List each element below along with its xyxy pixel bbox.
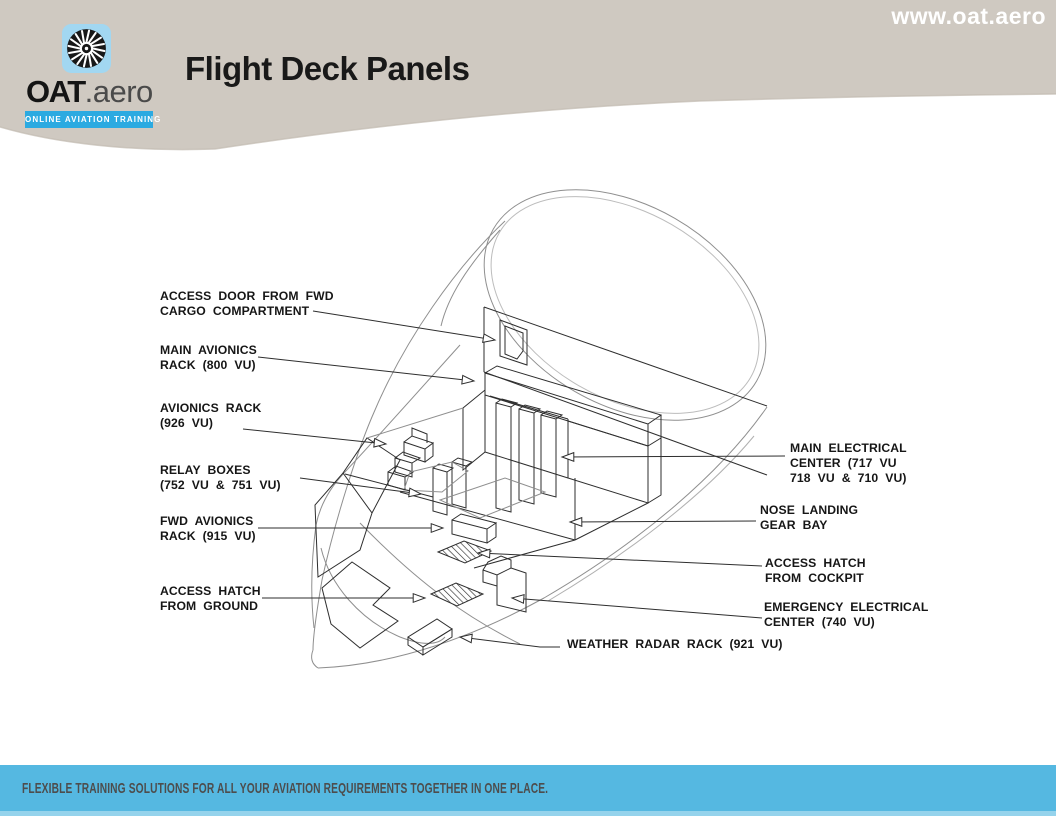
ground-hatch-shape [429,582,485,607]
header-band-shape [0,0,1056,150]
emergency-electrical-shape [482,555,527,613]
label-access-hatch-from-cockpit: ACCESS HATCH FROM COCKPIT [765,556,866,585]
footer-bar: FLEXIBLE TRAINING SOLUTIONS FOR ALL YOUR… [0,765,1056,816]
label-access-door-from-fwd-cargo: ACCESS DOOR FROM FWD CARGO COMPARTMENT [160,289,334,318]
footer-bottom-strip [0,811,1056,816]
logo-brand-suffix: .aero [84,74,154,109]
nose-gear-bay-shape [314,407,464,649]
logo-tagline: ONLINE AVIATION TRAINING [25,111,160,128]
footer-tagline: FLEXIBLE TRAINING SOLUTIONS FOR ALL YOUR… [22,779,549,797]
label-main-avionics-rack: MAIN AVIONICS RACK (800 VU) [160,343,257,372]
header-band [0,0,1056,151]
label-avionics-rack-926: AVIONICS RACK (926 VU) [160,401,262,430]
label-main-electrical-center: MAIN ELECTRICAL CENTER (717 VU 718 VU & … [790,441,907,485]
website-url: www.oat.aero [891,3,1046,29]
fwd-avionics-rack-shape [451,513,498,544]
main-electrical-center-shape [399,420,662,569]
rear-bulkhead [483,306,768,476]
leader-lines [242,310,786,648]
label-weather-radar-rack: WEATHER RADAR RACK (921 VU) [567,637,783,651]
label-emergency-electrical-center: EMERGENCY ELECTRICAL CENTER (740 VU) [764,600,929,629]
label-relay-boxes: RELAY BOXES (752 VU & 751 VU) [160,463,281,492]
label-access-hatch-from-ground: ACCESS HATCH FROM GROUND [160,584,261,613]
main-avionics-rack-shape [462,365,663,513]
turbine-icon [62,24,111,73]
label-fwd-avionics-rack: FWD AVIONICS RACK (915 VU) [160,514,256,543]
header-band-edge [0,93,1056,151]
logo-brand-bold: OAT [26,74,86,109]
oat-logo: OAT.aero ONLINE AVIATION TRAINING [0,0,210,140]
access-door-shape [499,319,528,366]
bay-floor [344,461,547,519]
weather-radar-rack-shape [407,618,453,656]
label-nose-landing-gear-bay: NOSE LANDING GEAR BAY [760,503,859,532]
slide-title: Flight Deck Panels [185,50,470,87]
logo-wordmark: OAT.aero [26,74,153,110]
fuselage-hull [311,189,768,669]
avionics-rack-926-shape [387,427,435,491]
cockpit-hatch-shape [436,540,493,564]
